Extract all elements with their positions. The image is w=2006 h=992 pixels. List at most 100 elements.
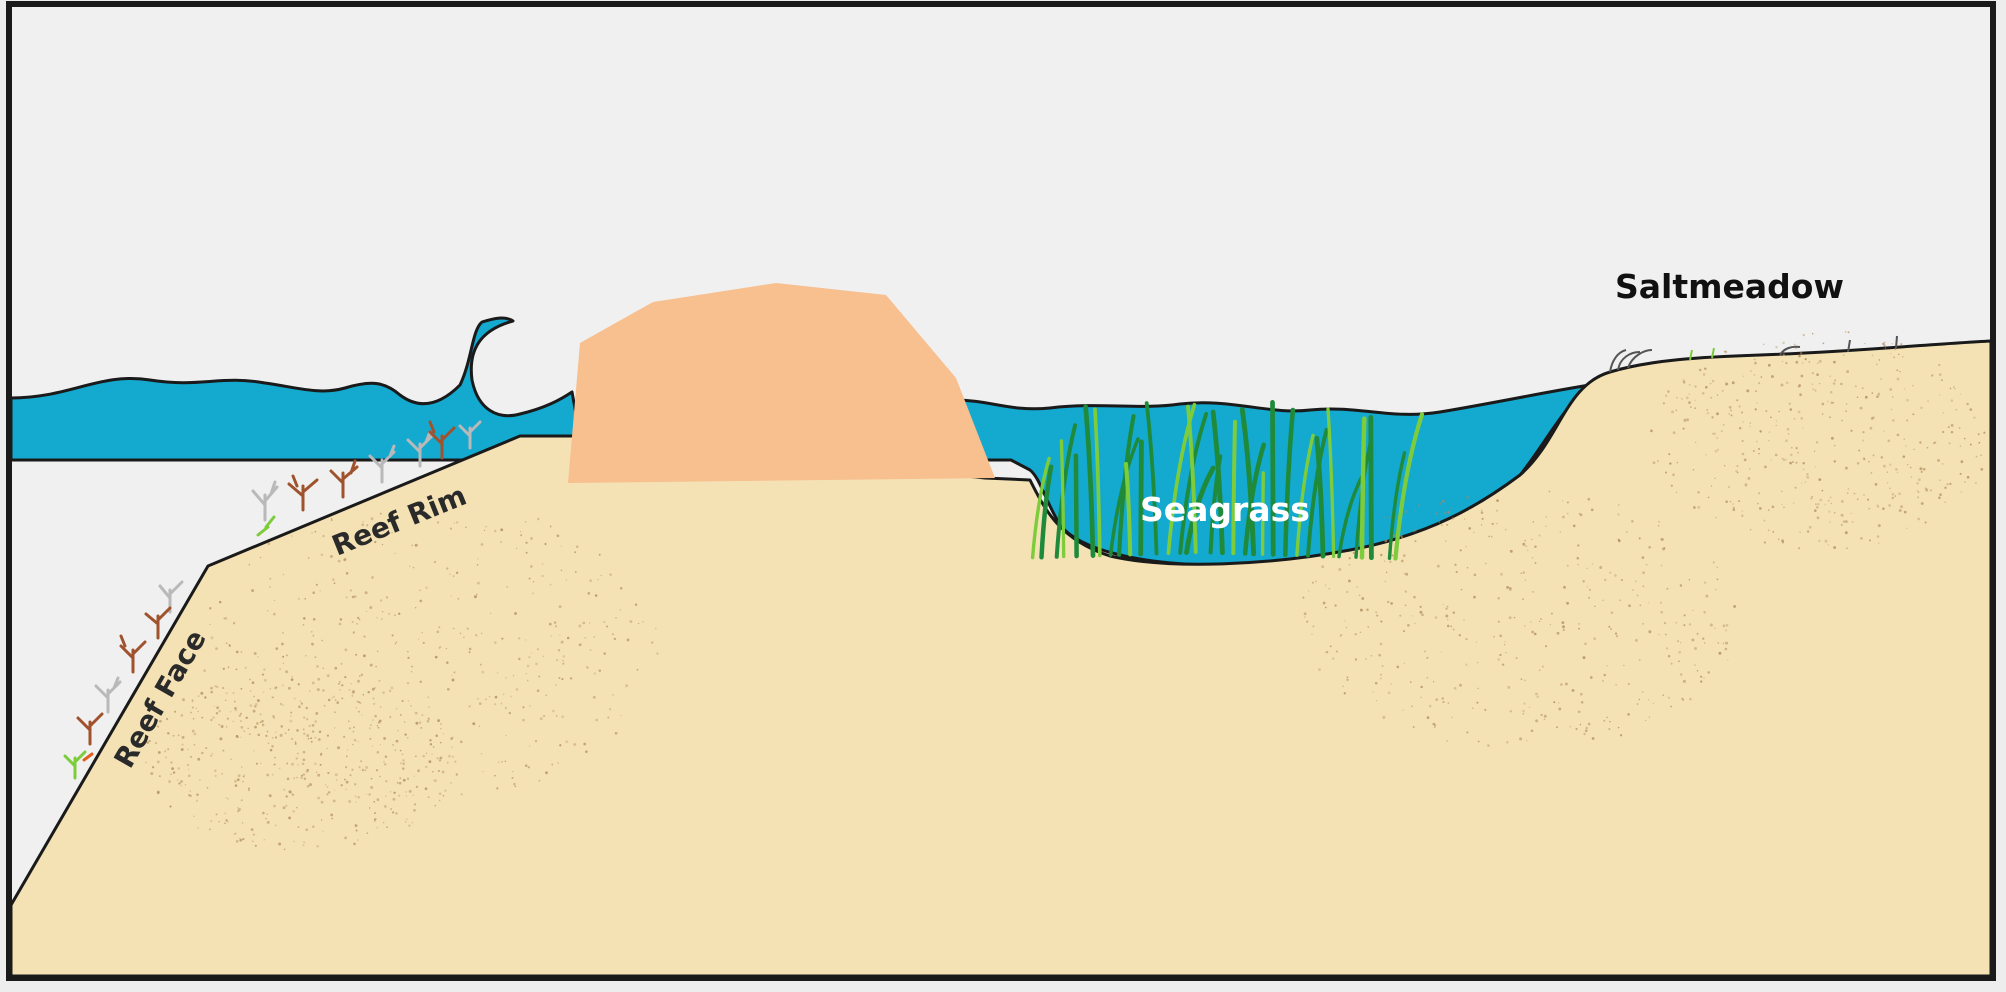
sand-speckle [158, 751, 161, 754]
sand-speckle [199, 779, 200, 780]
sand-speckle [1325, 607, 1327, 609]
sand-speckle [1396, 666, 1399, 669]
sand-speckle [300, 776, 303, 779]
sand-speckle [317, 688, 320, 691]
sand-speckle [1857, 396, 1859, 398]
sand-speckle [1833, 361, 1836, 364]
sand-speckle [1730, 501, 1732, 503]
sand-speckle [1676, 410, 1677, 411]
sand-speckle [214, 706, 215, 707]
sand-speckle [249, 733, 251, 735]
sand-speckle [303, 774, 305, 776]
sand-speckle [541, 575, 543, 577]
sand-speckle [356, 830, 358, 832]
sand-speckle [495, 696, 498, 699]
sand-speckle [1665, 634, 1667, 636]
sand-speckle [348, 721, 349, 722]
sand-speckle [1447, 625, 1450, 628]
sand-speckle [1572, 689, 1575, 692]
sand-speckle [1827, 401, 1828, 402]
sand-speckle [406, 818, 407, 819]
sand-speckle [1533, 521, 1535, 523]
sand-speckle [1385, 581, 1386, 582]
sand-speckle [525, 542, 527, 544]
sand-speckle [570, 677, 572, 679]
sand-speckle [542, 563, 544, 565]
sand-speckle [256, 763, 258, 765]
sand-speckle [1964, 438, 1966, 440]
sand-speckle [460, 741, 462, 743]
sand-speckle [1887, 471, 1888, 472]
sand-speckle [1906, 419, 1908, 421]
sand-speckle [1447, 619, 1448, 620]
sand-speckle [1673, 431, 1676, 434]
sand-speckle [327, 772, 329, 774]
sand-speckle [363, 654, 366, 657]
sand-speckle [1710, 624, 1713, 627]
sand-speckle [1830, 376, 1831, 377]
sand-speckle [198, 695, 200, 697]
sand-speckle [559, 634, 560, 635]
sand-speckle [1639, 537, 1641, 539]
sand-speckle [565, 740, 568, 743]
sand-speckle [555, 684, 557, 686]
sand-speckle [274, 687, 277, 690]
sand-speckle [1545, 645, 1547, 647]
sand-speckle [1668, 697, 1670, 699]
sand-speckle [362, 769, 365, 772]
sand-speckle [1558, 702, 1560, 704]
sand-speckle [533, 581, 534, 582]
sand-speckle [336, 779, 338, 781]
sand-speckle [355, 795, 357, 797]
sand-speckle [505, 735, 507, 737]
sand-speckle [627, 638, 630, 641]
sand-speckle [433, 746, 435, 748]
sand-speckle [211, 753, 213, 755]
sand-speckle [428, 718, 430, 720]
seagrass-blade [1362, 419, 1364, 558]
sand-speckle [252, 681, 255, 684]
sand-speckle [1746, 389, 1749, 392]
sand-speckle [303, 751, 306, 754]
sand-speckle [377, 725, 379, 727]
sand-speckle [1864, 343, 1865, 344]
sand-speckle [347, 749, 348, 750]
sand-speckle [479, 726, 480, 727]
sand-speckle [1738, 500, 1740, 502]
sand-speckle [219, 737, 222, 740]
sand-speckle [317, 796, 320, 799]
sand-speckle [1407, 624, 1410, 627]
sand-speckle [1665, 472, 1667, 474]
sand-speckle [585, 637, 586, 638]
sand-speckle [293, 841, 295, 843]
sand-speckle [345, 766, 347, 768]
sand-speckle [500, 528, 503, 531]
sand-speckle [187, 748, 189, 750]
sand-speckle [358, 711, 360, 713]
sand-speckle [291, 763, 294, 766]
sand-speckle [280, 703, 282, 705]
sand-speckle [226, 797, 227, 798]
sand-speckle [420, 681, 423, 684]
sand-speckle [1876, 363, 1878, 365]
sand-speckle [1447, 606, 1449, 608]
sand-speckle [485, 526, 486, 527]
sand-speckle [1562, 500, 1563, 501]
sand-speckle [601, 575, 602, 576]
sand-speckle [1755, 390, 1757, 392]
sand-speckle [178, 735, 180, 737]
sand-speckle [360, 760, 362, 762]
sand-speckle [1615, 684, 1616, 685]
sand-speckle [1723, 624, 1726, 627]
sand-speckle [1565, 683, 1568, 686]
sand-speckle [1830, 391, 1832, 393]
sand-speckle [1581, 701, 1584, 704]
sand-speckle [334, 727, 335, 728]
sand-speckle [1610, 628, 1612, 630]
sand-speckle [1872, 354, 1874, 356]
sand-speckle [358, 796, 360, 798]
sand-speckle [1671, 663, 1673, 665]
sand-speckle [1521, 678, 1523, 680]
sand-speckle [525, 764, 528, 767]
sand-speckle [1790, 454, 1793, 457]
